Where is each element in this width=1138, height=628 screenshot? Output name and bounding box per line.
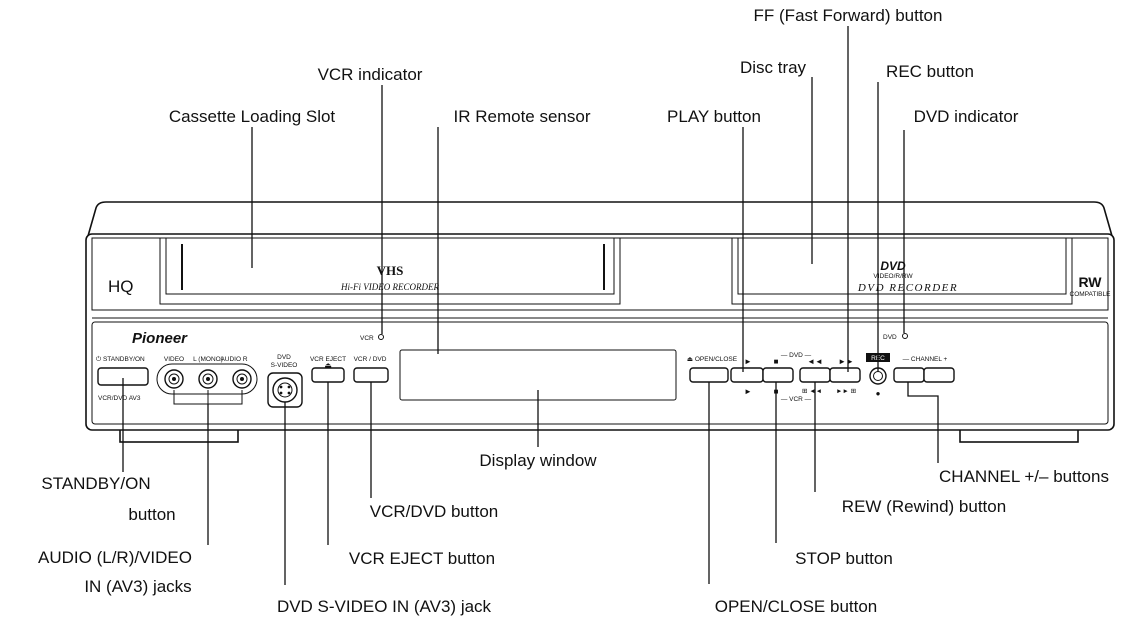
- dvd-logo-sub: VIDEO/R/RW: [873, 273, 913, 280]
- front-panel: [85, 233, 1115, 431]
- rew-button[interactable]: [799, 367, 831, 383]
- audio-l-label: L (MONO): [193, 356, 223, 363]
- play-symbol-bottom: ►: [744, 387, 752, 396]
- video-in-jack[interactable]: [164, 369, 184, 389]
- callout-rec-button: REC button: [886, 62, 974, 81]
- vcr-eject-label: VCR EJECT: [310, 356, 346, 363]
- callout-standby-line1: STANDBY/ON: [41, 474, 150, 493]
- dvd-logo: DVD: [880, 259, 906, 273]
- rw-compatible: COMPATIBLE: [1070, 291, 1112, 298]
- vcr-dvd-label: VCR / DVD: [354, 356, 387, 363]
- vcr-eject-button[interactable]: [311, 367, 345, 383]
- channel-label: — CHANNEL +: [903, 356, 948, 363]
- vcr-group-label: — VCR —: [781, 396, 812, 403]
- audio-r-in-jack[interactable]: [232, 369, 252, 389]
- open-close-label: ⏏ OPEN/CLOSE: [687, 356, 738, 363]
- play-symbol-top: ►: [744, 357, 752, 366]
- callout-ir-sensor: IR Remote sensor: [454, 107, 591, 126]
- vcr-indicator: [378, 334, 384, 340]
- cassette-loading-slot[interactable]: [159, 237, 621, 305]
- stop-button[interactable]: [762, 367, 794, 383]
- pioneer-logo: Pioneer: [132, 330, 188, 347]
- callout-standby-line2: button: [128, 505, 175, 524]
- callout-vcr-dvd-button: VCR/DVD button: [370, 502, 499, 521]
- hq-logo: HQ: [108, 277, 134, 296]
- callout-audio-video-line2: IN (AV3) jacks: [84, 577, 191, 596]
- standby-label: ⏻ STANDBY/ON: [96, 356, 145, 363]
- video-jack-label: VIDEO: [164, 356, 184, 363]
- vcr-dvd-button[interactable]: [353, 367, 389, 383]
- vcr-rew-label: ⊞ ◄◄: [802, 388, 822, 395]
- av3-jack-panel: [156, 363, 258, 395]
- audio-l-in-jack[interactable]: [198, 369, 218, 389]
- callout-audio-video-line1: AUDIO (L/R)/VIDEO: [38, 548, 192, 567]
- rew-symbol-top: ◄◄: [807, 357, 823, 366]
- dvd-svideo-label-1: DVD: [277, 354, 291, 361]
- channel-plus-button[interactable]: [923, 367, 955, 383]
- dvd-svideo-label-2: S-VIDEO: [271, 362, 298, 369]
- callout-play-button: PLAY button: [667, 107, 761, 126]
- vcr-ff-label: ►► ⊞: [836, 388, 856, 395]
- callout-open-close-button: OPEN/CLOSE button: [715, 597, 878, 616]
- ff-button[interactable]: [829, 367, 861, 383]
- vcr-indicator-label: VCR: [360, 335, 374, 342]
- stop-symbol-top: ■: [774, 357, 779, 366]
- vhs-subtitle: Hi-Fi VIDEO RECORDER: [340, 282, 439, 292]
- dvd-indicator: [902, 333, 908, 339]
- callout-channel-buttons: CHANNEL +/– buttons: [939, 467, 1109, 486]
- callout-stop-button: STOP button: [795, 549, 893, 568]
- av3-label: VCR/DVD AV3: [98, 395, 141, 402]
- callout-svideo-jack: DVD S-VIDEO IN (AV3) jack: [277, 597, 492, 616]
- callout-vcr-eject-button: VCR EJECT button: [349, 549, 495, 568]
- callout-ff-button: FF (Fast Forward) button: [754, 6, 943, 25]
- callout-display-window: Display window: [479, 451, 597, 470]
- dvd-recorder-label: DVD RECORDER: [857, 282, 958, 294]
- vhs-logo: VHS: [377, 263, 404, 278]
- dvd-svideo-jack[interactable]: [267, 372, 303, 408]
- rec-dot: ●: [876, 389, 881, 398]
- callout-rew-button: REW (Rewind) button: [842, 497, 1006, 516]
- rw-logo: RW: [1078, 274, 1102, 290]
- leader-lines: [122, 26, 939, 585]
- callout-vcr-indicator: VCR indicator: [318, 65, 423, 84]
- open-close-button[interactable]: [689, 367, 729, 383]
- play-button[interactable]: [730, 367, 764, 383]
- ff-symbol-top: ►►: [838, 357, 854, 366]
- disc-tray[interactable]: [731, 237, 1073, 305]
- channel-minus-button[interactable]: [893, 367, 925, 383]
- dvd-group-label: — DVD —: [781, 352, 812, 359]
- callout-dvd-indicator: DVD indicator: [914, 107, 1019, 126]
- eject-symbol: ⏏: [324, 361, 332, 370]
- audio-r-label: AUDIO R: [220, 356, 247, 363]
- callout-cassette-slot: Cassette Loading Slot: [169, 107, 336, 126]
- dvd-indicator-label: DVD: [883, 334, 897, 341]
- callout-disc-tray: Disc tray: [740, 58, 807, 77]
